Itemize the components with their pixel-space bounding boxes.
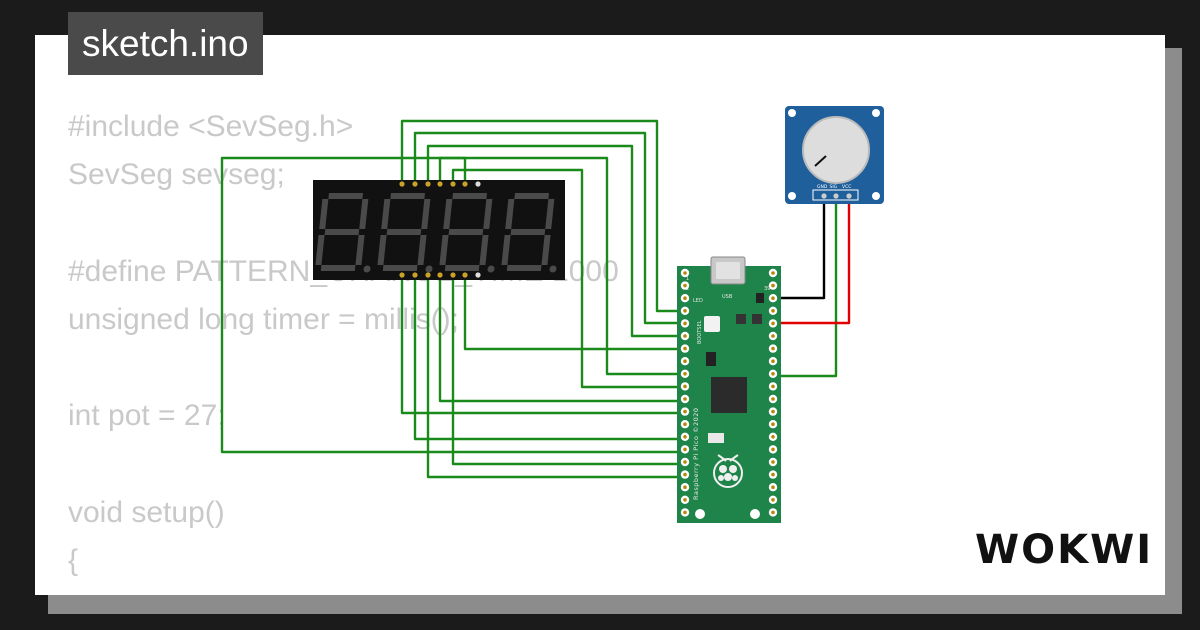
bootsel-label: BOOTSEL <box>697 320 703 344</box>
pin-top <box>475 181 481 187</box>
svg-text:39: 39 <box>764 286 770 292</box>
pin-bottom <box>475 272 481 278</box>
pin-top <box>462 181 468 187</box>
wokwi-logo: WOKWI <box>975 527 1154 573</box>
rp2040-chip <box>711 377 747 413</box>
digit <box>377 193 433 273</box>
usb-label: USB <box>722 294 733 300</box>
wire-top-5 <box>451 168 677 389</box>
wire-bot-1 <box>400 276 677 415</box>
pin-bottom <box>437 272 443 278</box>
wire-pot-gnd <box>777 197 826 300</box>
wire-pot-sig <box>777 197 838 378</box>
code-line: SevSeg sevseg; <box>68 158 285 192</box>
pin-bottom <box>450 272 456 278</box>
svg-text:2: 2 <box>686 286 689 292</box>
digit <box>439 193 495 273</box>
raspberry-pi-pico: LED USB 2 1 39 BOOTSEL Raspberry Pi Pico… <box>677 256 781 523</box>
wire-top-1 <box>400 119 677 313</box>
file-tab[interactable]: sketch.ino <box>68 12 263 75</box>
code-line: { <box>68 543 79 577</box>
svg-text:1: 1 <box>686 276 689 282</box>
wire-pot-vcc <box>777 197 851 325</box>
code-line: unsigned long timer = millis(); <box>68 302 459 336</box>
pin-top <box>437 181 443 187</box>
code-line: int pot = 27; <box>68 399 226 433</box>
pin-bottom <box>425 272 431 278</box>
raspberry-logo-icon <box>713 454 743 488</box>
pin-top <box>412 181 418 187</box>
wire-bot-3 <box>426 276 677 479</box>
pot-pointer <box>814 155 827 167</box>
wire-bot-2 <box>413 276 677 441</box>
pot-pin-label: SIG <box>830 184 838 190</box>
board-label: Raspberry Pi Pico ©2020 <box>692 407 700 500</box>
wire-top-4 <box>438 156 677 376</box>
preview-card: #include <SevSeg.h>SevSeg sevseg;#define… <box>35 35 1165 595</box>
pin-bottom <box>399 272 405 278</box>
code-line: Serial.begin(9600); <box>68 585 619 595</box>
wire-bot-4 <box>438 276 677 403</box>
code-line: void setup() <box>68 495 225 529</box>
code-editor: #include <SevSeg.h>SevSeg sevseg;#define… <box>68 103 619 595</box>
pin-top <box>425 181 431 187</box>
pin-bottom <box>412 272 418 278</box>
pot-knob <box>802 116 870 184</box>
pot-pin-label: GND <box>817 184 828 190</box>
pin-top <box>450 181 456 187</box>
wire-bot-5 <box>451 276 677 466</box>
pin-top <box>399 181 405 187</box>
wire-bot-6 <box>463 276 677 351</box>
wire-top-2 <box>413 131 677 325</box>
digit <box>315 193 371 273</box>
digit <box>501 193 557 273</box>
code-line: #include <SevSeg.h> <box>68 110 354 143</box>
pin-bottom <box>462 272 468 278</box>
seven-segment-display <box>313 180 565 280</box>
wire-left-loop <box>220 156 677 454</box>
bootsel-button <box>704 316 720 332</box>
pot-pin-label: VCC <box>842 184 851 190</box>
led-label: LED <box>693 298 703 304</box>
